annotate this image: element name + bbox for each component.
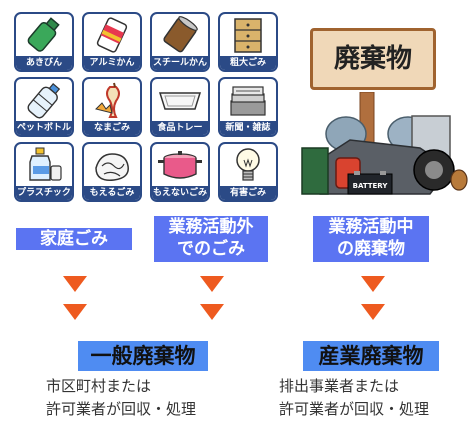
- category-tile-aluminum-can: アルミかん: [82, 12, 142, 72]
- category-label: 新聞・雑誌: [220, 121, 276, 135]
- business-waste-line2: の廃棄物: [337, 239, 405, 259]
- down-arrow-icon: [361, 304, 385, 320]
- non-business-waste-line1: 業務活動外: [168, 217, 254, 237]
- business-waste-label: 業務活動中 の廃棄物: [313, 216, 429, 262]
- category-label: スチールかん: [152, 56, 208, 70]
- industrial-waste-description: 排出事業者または 許可業者が回収・処理: [279, 375, 429, 421]
- general-waste-description: 市区町村または 許可業者が回収・処理: [46, 375, 196, 421]
- category-tile-non-burnable: もえないごみ: [150, 142, 210, 202]
- category-label: プラスチック: [16, 186, 72, 200]
- category-tile-glass-bottle: あきびん: [14, 12, 74, 72]
- business-waste-line1: 業務活動中: [328, 217, 414, 237]
- food-waste-icon: [95, 82, 120, 118]
- category-tile-burnable: もえるごみ: [82, 142, 142, 202]
- category-tile-bulky-waste: 粗大ごみ: [218, 12, 278, 72]
- category-label: アルミかん: [84, 56, 140, 70]
- category-tile-pet-bottle: ペットボトル: [14, 77, 74, 137]
- burnable-trash-icon: [95, 153, 129, 181]
- industrial-waste-label: 産業廃棄物: [303, 341, 439, 371]
- category-label: もえないごみ: [152, 186, 208, 200]
- category-label: 有害ごみ: [220, 186, 276, 200]
- category-tile-plastic: プラスチック: [14, 142, 74, 202]
- category-tile-food-waste: なまごみ: [82, 77, 142, 137]
- general-waste-desc-line1: 市区町村または: [46, 377, 152, 395]
- general-waste-desc-line2: 許可業者が回収・処理: [46, 400, 197, 418]
- category-label: ペットボトル: [16, 121, 72, 135]
- light-bulb-icon: [236, 148, 260, 181]
- industrial-waste-desc-line2: 許可業者が回収・処理: [279, 400, 430, 418]
- bottle-icon: [27, 17, 60, 52]
- down-arrow-icon: [361, 276, 385, 292]
- general-waste-label: 一般廃棄物: [78, 341, 208, 371]
- household-waste-text: 家庭ごみ: [40, 229, 108, 249]
- waste-pile-illustration: BATTERY: [301, 92, 468, 195]
- industrial-waste-desc-line1: 排出事業者または: [279, 377, 400, 395]
- industrial-waste-text: 産業廃棄物: [318, 344, 424, 368]
- non-business-waste-line2: でのごみ: [177, 239, 245, 259]
- aluminum-can-icon: [96, 17, 128, 53]
- general-waste-text: 一般廃棄物: [90, 344, 196, 368]
- food-tray-icon: [158, 92, 202, 110]
- category-tile-hazardous: 有害ごみ: [218, 142, 278, 202]
- furniture-icon: [234, 18, 262, 53]
- non-business-waste-label: 業務活動外 でのごみ: [154, 216, 268, 262]
- category-label: 粗大ごみ: [220, 56, 276, 70]
- category-label: 食品トレー: [152, 121, 208, 135]
- household-waste-label: 家庭ごみ: [16, 228, 132, 250]
- down-arrow-icon: [200, 276, 224, 292]
- waste-sign: 廃棄物: [310, 28, 436, 90]
- battery-label: BATTERY: [353, 182, 389, 190]
- category-label: もえるごみ: [84, 186, 140, 200]
- category-label: あきびん: [16, 56, 72, 70]
- pet-bottle-icon: [27, 83, 61, 119]
- category-tile-newspaper: 新聞・雑誌: [218, 77, 278, 137]
- plastic-icon: [29, 147, 62, 181]
- category-label: なまごみ: [84, 121, 140, 135]
- steel-can-icon: [163, 16, 198, 53]
- down-arrow-icon: [63, 304, 87, 320]
- pot-icon: [158, 151, 202, 179]
- category-tile-food-tray: 食品トレー: [150, 77, 210, 137]
- down-arrow-icon: [200, 304, 224, 320]
- down-arrow-icon: [63, 276, 87, 292]
- newspaper-icon: [230, 86, 266, 116]
- category-tile-steel-can: スチールかん: [150, 12, 210, 72]
